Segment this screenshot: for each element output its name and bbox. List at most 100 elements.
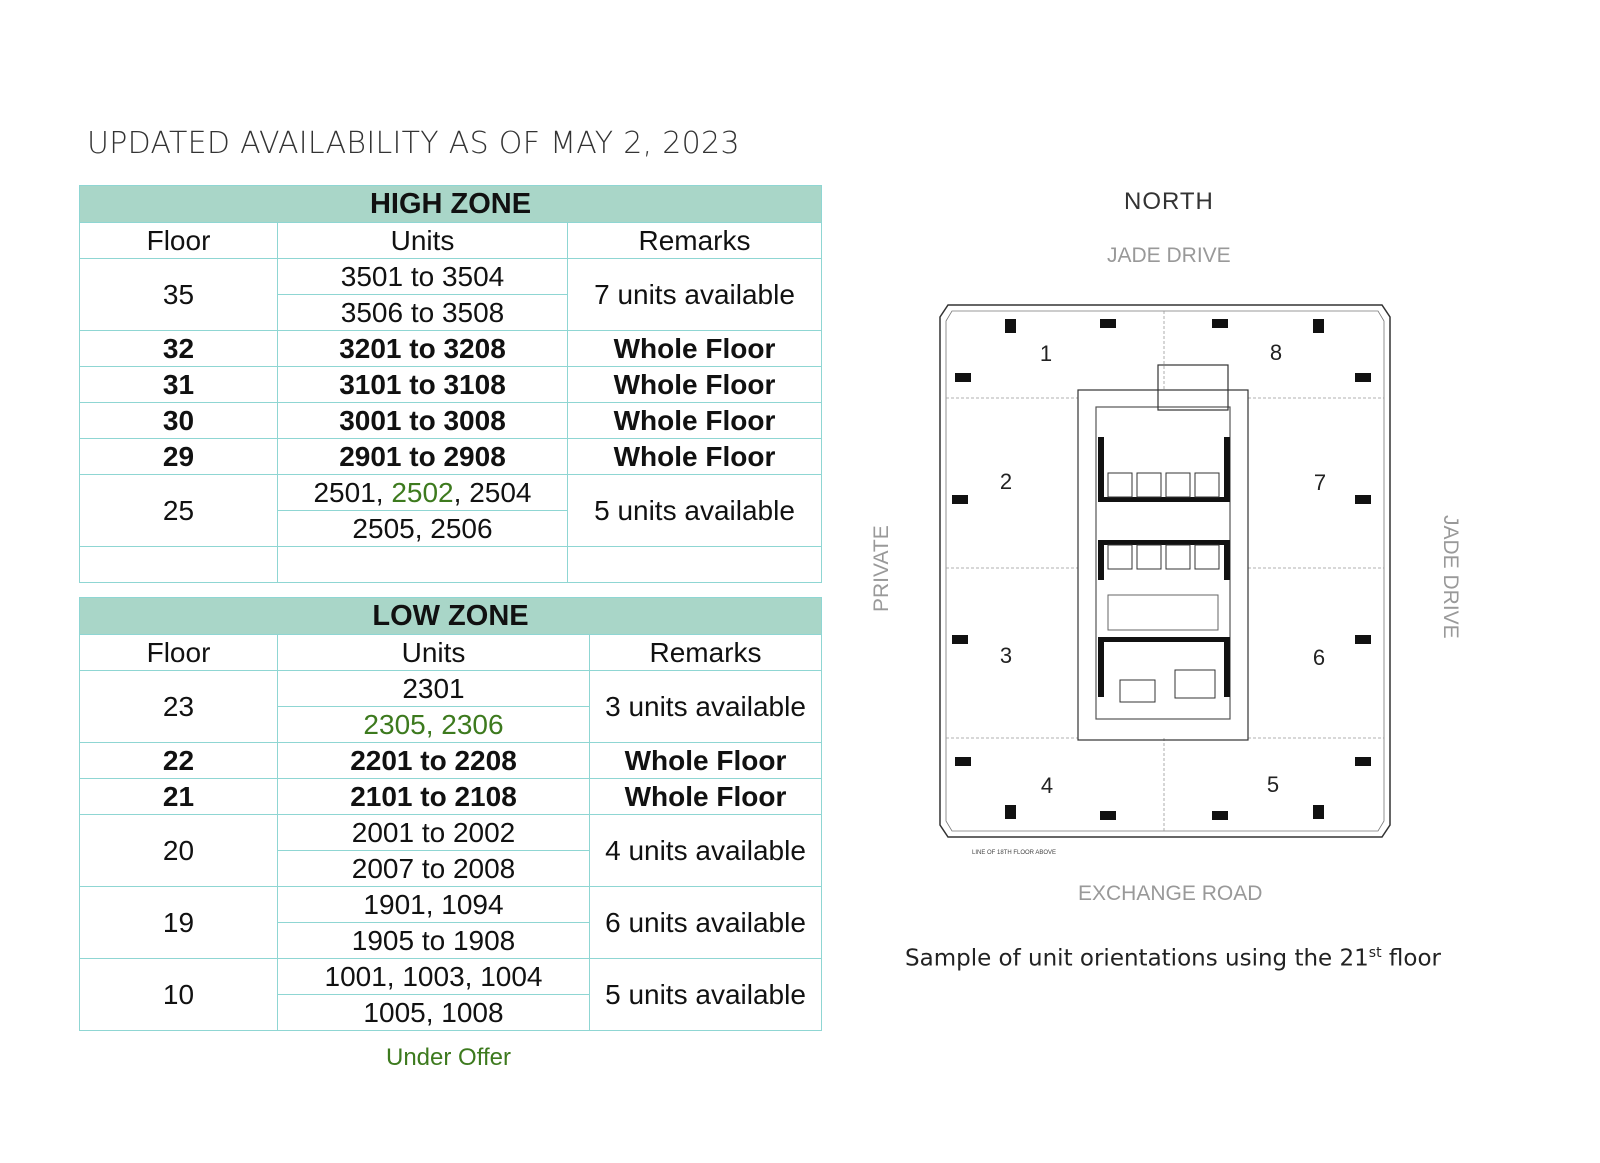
core-outline xyxy=(1077,389,1249,741)
caption-ordinal: st xyxy=(1368,945,1382,961)
column-header-row: Floor Units Remarks xyxy=(79,222,822,259)
units-cell: 3501 to 3504 xyxy=(277,258,568,295)
top-road-label: JADE DRIVE xyxy=(1107,244,1231,267)
unit-number-label: 2 xyxy=(1000,469,1012,494)
column-header-row: Floor Units Remarks xyxy=(79,634,822,671)
units-cell: 1901, 1094 xyxy=(277,886,590,923)
remarks-cell: 5 units available xyxy=(589,958,822,1031)
unit-numbers: 1 2 3 4 5 6 7 8 xyxy=(1000,340,1326,798)
table-row: 1005, 1008 xyxy=(80,994,822,1031)
table-row: 2505, 2506 xyxy=(80,510,822,547)
remarks-cell: Whole Floor xyxy=(567,366,822,403)
units-cell: 2201 to 2208 xyxy=(277,742,590,779)
table-row: 21 2101 to 2108 Whole Floor xyxy=(79,778,822,815)
units-cell: 3506 to 3508 xyxy=(277,294,568,331)
table-row: 29 2901 to 2908 Whole Floor xyxy=(79,438,822,475)
floor-cell: 10 xyxy=(79,958,278,1031)
units-cell: 3001 to 3008 xyxy=(277,402,568,439)
zone-heading: LOW ZONE xyxy=(79,597,822,635)
units-cell: 2901 to 2908 xyxy=(277,438,568,475)
units-cell: 1905 to 1908 xyxy=(277,922,590,959)
floor-above-note: LINE OF 18TH FLOOR ABOVE xyxy=(972,850,1056,856)
under-offer-unit: 2502 xyxy=(391,476,454,508)
table-row: 30 3001 to 3008 Whole Floor xyxy=(79,402,822,439)
units-header: Units xyxy=(277,634,590,671)
under-offer-unit: 2305, 2306 xyxy=(277,706,590,743)
core-walls xyxy=(1098,437,1230,697)
unit-dividers xyxy=(946,311,1384,831)
remarks-cell: Whole Floor xyxy=(589,742,822,779)
high-zone-table: HIGH ZONE Floor Units Remarks 35 3501 to… xyxy=(79,185,822,583)
unit-text: , 2504 xyxy=(453,476,532,508)
page-title: UPDATED AVAILABILITY AS OF MAY 2, 2023 xyxy=(87,126,740,161)
floor-cell: 32 xyxy=(79,330,278,367)
units-cell: 3101 to 3108 xyxy=(277,366,568,403)
low-zone-table: LOW ZONE Floor Units Remarks 23 2301 3 u… xyxy=(79,597,822,1031)
zone-heading: HIGH ZONE xyxy=(79,185,822,223)
units-cell: 2505, 2506 xyxy=(277,510,568,547)
right-road-label: JADE DRIVE xyxy=(1439,515,1462,639)
north-label: NORTH xyxy=(1124,188,1214,215)
left-road-label: PRIVATE xyxy=(870,525,893,612)
table-row: 20 2001 to 2002 4 units available xyxy=(79,814,822,887)
table-row: 23 2301 3 units available xyxy=(79,670,822,743)
remarks-cell: 4 units available xyxy=(589,814,822,887)
zone-header-row: HIGH ZONE xyxy=(79,185,822,223)
floor-cell: 25 xyxy=(79,474,278,547)
unit-number-label: 1 xyxy=(1040,341,1052,366)
floor-cell: 21 xyxy=(79,778,278,815)
units-cell: 2007 to 2008 xyxy=(277,850,590,887)
remarks-cell: 6 units available xyxy=(589,886,822,959)
remarks-cell: 5 units available xyxy=(567,474,822,547)
spacer-row xyxy=(79,546,822,583)
columns xyxy=(952,319,1371,820)
caption-text-end: floor xyxy=(1381,945,1441,972)
unit-number-label: 3 xyxy=(1000,643,1012,668)
remarks-cell: Whole Floor xyxy=(567,330,822,367)
floor-plan: 1 2 3 4 5 6 7 8 LINE OF 18TH FLOOR ABOVE xyxy=(939,304,1391,856)
unit-number-label: 4 xyxy=(1041,773,1053,798)
table-row: 2305, 2306 xyxy=(80,706,822,743)
floor-cell: 19 xyxy=(79,886,278,959)
remarks-header: Remarks xyxy=(589,634,822,671)
floor-cell: 35 xyxy=(79,258,278,331)
units-cell: 1005, 1008 xyxy=(277,994,590,1031)
unit-number-label: 7 xyxy=(1314,470,1326,495)
units-cell: 2301 xyxy=(277,670,590,707)
under-offer-legend: Under Offer xyxy=(386,1044,511,1071)
caption-text: Sample of unit orientations using the 21 xyxy=(905,945,1369,972)
table-row: 32 3201 to 3208 Whole Floor xyxy=(79,330,822,367)
floor-header: Floor xyxy=(79,634,278,671)
building-inner-outline xyxy=(945,310,1385,832)
remarks-header: Remarks xyxy=(567,222,822,259)
empty-cell xyxy=(79,546,278,583)
unit-text: 2501, xyxy=(313,476,392,508)
remarks-cell: 7 units available xyxy=(567,258,822,331)
remarks-cell: Whole Floor xyxy=(567,402,822,439)
core-inner xyxy=(1095,406,1231,720)
service-room xyxy=(1157,364,1229,411)
empty-cell xyxy=(567,546,822,583)
floor-cell: 23 xyxy=(79,670,278,743)
units-header: Units xyxy=(277,222,568,259)
units-cell: 1001, 1003, 1004 xyxy=(277,958,590,995)
remarks-cell: 3 units available xyxy=(589,670,822,743)
table-row: 22 2201 to 2208 Whole Floor xyxy=(79,742,822,779)
remarks-cell: Whole Floor xyxy=(567,438,822,475)
table-row: 10 1001, 1003, 1004 5 units available xyxy=(79,958,822,1031)
table-row: 19 1901, 1094 6 units available xyxy=(79,886,822,959)
remarks-cell: Whole Floor xyxy=(589,778,822,815)
table-row: 25 2501, 2502, 2504 5 units available xyxy=(79,474,822,547)
zone-header-row: LOW ZONE xyxy=(79,597,822,635)
unit-number-label: 6 xyxy=(1313,645,1325,670)
table-row: 31 3101 to 3108 Whole Floor xyxy=(79,366,822,403)
building-outline xyxy=(939,304,1391,838)
bottom-road-label: EXCHANGE ROAD xyxy=(1078,882,1263,905)
unit-number-label: 5 xyxy=(1267,772,1279,797)
elevators xyxy=(1107,472,1220,703)
floor-cell: 30 xyxy=(79,402,278,439)
units-cell: 3201 to 3208 xyxy=(277,330,568,367)
empty-cell xyxy=(277,546,568,583)
units-cell: 2101 to 2108 xyxy=(277,778,590,815)
table-row: 35 3501 to 3504 7 units available xyxy=(79,258,822,331)
